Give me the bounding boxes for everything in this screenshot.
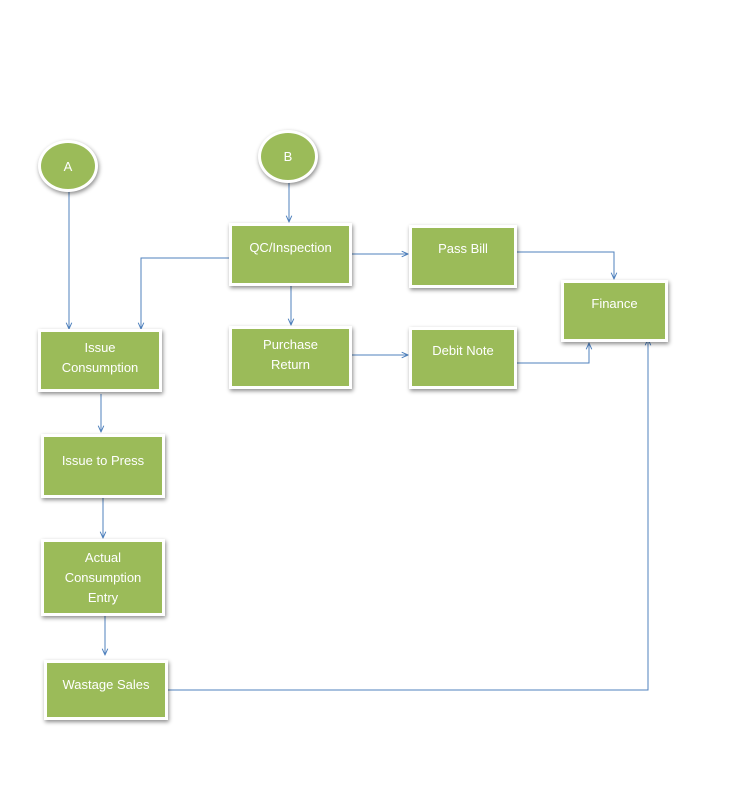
connector-node-b: B (258, 130, 318, 183)
issue-to-press-label: Issue to Press (61, 453, 145, 468)
debit-note-box: Debit Note (409, 327, 517, 389)
wastage-sales-box: Wastage Sales (44, 660, 168, 720)
wastage-sales-label: Wastage Sales (62, 677, 150, 692)
pass-bill-label: Pass Bill (438, 241, 488, 256)
purchase-return-label: Purchase Return (263, 337, 318, 372)
qc-inspection-label: QC/Inspection (249, 240, 332, 255)
connector-pass-bill-to-finance (516, 251, 614, 279)
connector-debit-note-to-finance (516, 343, 589, 364)
pass-bill-box: Pass Bill (409, 225, 517, 288)
connector-node-a-label: A (63, 158, 73, 174)
connector-wastage-sales-to-finance (168, 339, 648, 691)
issue-consumption-box: Issue Consumption (38, 329, 162, 392)
connector-node-a: A (38, 140, 98, 192)
qc-inspection-box: QC/Inspection (229, 223, 352, 286)
finance-label: Finance (591, 296, 638, 311)
issue-consumption-label: Issue Consumption (61, 340, 139, 375)
purchase-return-box: Purchase Return (229, 326, 352, 389)
debit-note-label: Debit Note (432, 343, 494, 358)
actual-consumption-entry-label: Actual Consumption Entry (64, 550, 142, 605)
finance-box: Finance (561, 280, 668, 342)
actual-consumption-entry-box: Actual Consumption Entry (41, 539, 165, 616)
connector-node-b-label: B (283, 149, 293, 164)
issue-to-press-box: Issue to Press (41, 434, 165, 498)
connector-qc-to-issue-consumption (141, 257, 229, 329)
